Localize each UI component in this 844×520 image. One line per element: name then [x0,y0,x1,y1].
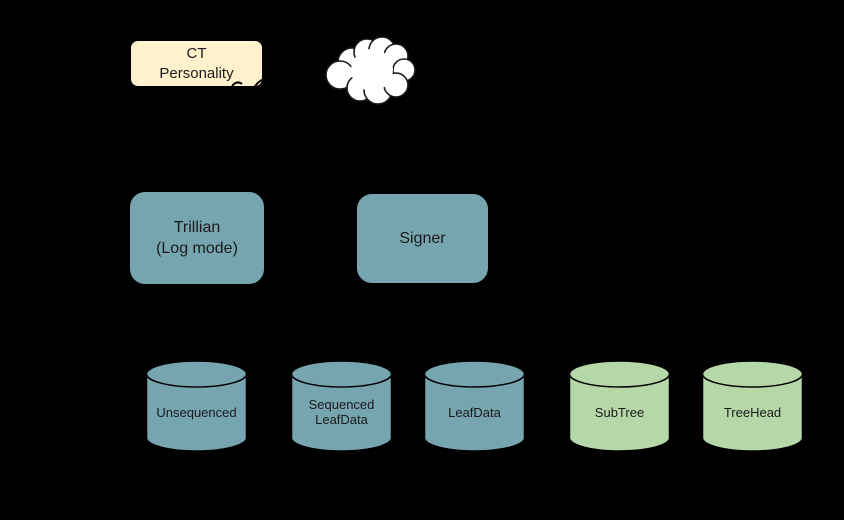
datastore-label: Unsequenced [147,384,246,440]
cylinder-shape [701,360,804,452]
datastore-label-line: TreeHead [723,404,782,420]
datastore-label-line: Sequenced [308,397,375,412]
node-label-line: Signer [399,230,446,247]
node-ct-personality: CT Personality [130,40,263,87]
node-label-line: Trillian [173,219,221,236]
datastore-treehead: TreeHead [701,360,804,452]
datastore-label: LeafData [425,384,524,440]
node-label-line: CT [186,44,207,62]
cylinder-shape [568,360,671,452]
node-trillian-log-mode: Trillian (Log mode) [129,191,265,285]
arrow-remnant-marks [231,77,270,91]
cylinder-shape [290,360,393,452]
node-label-line: Personality [159,64,234,82]
datastore-label-line: LeafData [315,412,368,427]
datastore-label: TreeHead [703,384,802,440]
cloud-icon [325,36,416,105]
datastore-label: Sequenced LeafData [292,384,391,440]
cylinder-shape [145,360,248,452]
datastore-unsequenced: Unsequenced [145,360,248,452]
datastore-label-line: SubTree [594,404,645,420]
datastore-leafdata: LeafData [423,360,526,452]
cylinder-shape [423,360,526,452]
node-label-line: (Log mode) [156,240,238,257]
datastore-sequenced-leafdata: Sequenced LeafData [290,360,393,452]
datastore-subtree: SubTree [568,360,671,452]
datastore-label-line: Unsequenced [156,404,237,420]
datastore-label: SubTree [570,384,669,440]
node-signer: Signer [356,193,489,284]
datastore-label-line: LeafData [448,404,501,420]
